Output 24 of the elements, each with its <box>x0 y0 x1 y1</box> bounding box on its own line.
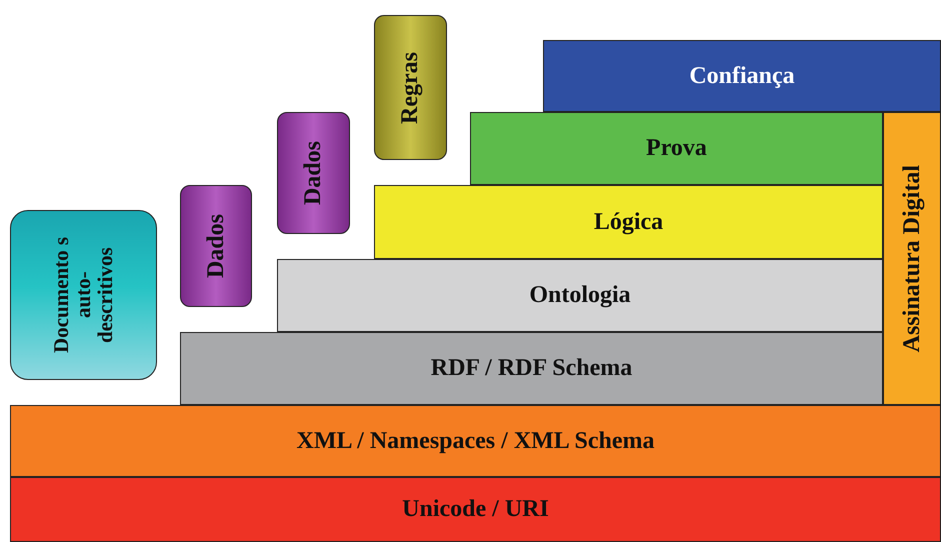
layer-bar <box>10 405 941 477</box>
layer-bar <box>180 332 883 405</box>
rounded-box <box>374 15 447 160</box>
layer-label: Confiança <box>689 62 795 90</box>
layer-label: Assinatura Digital <box>898 164 926 352</box>
layer-bar <box>470 112 883 185</box>
rounded-box <box>10 210 157 380</box>
rounded-box <box>277 112 350 234</box>
layer-label: Dados <box>300 140 327 206</box>
layer-bar <box>543 40 941 112</box>
layer-bar <box>10 477 941 542</box>
layer-bar <box>277 259 883 332</box>
layer-label: RDF / RDF Schema <box>430 355 632 382</box>
side-bar <box>883 112 941 405</box>
layer-label: Unicode / URI <box>402 496 549 523</box>
layer-bar <box>374 185 883 259</box>
layer-label: Regras <box>397 52 424 124</box>
layer-label: XML / Namespaces / XML Schema <box>296 428 654 454</box>
layer-label: Lógica <box>594 208 664 236</box>
layer-label: Prova <box>646 135 707 162</box>
layer-label: Dados <box>202 214 230 278</box>
layer-label: Ontologia <box>529 282 631 309</box>
rounded-box <box>180 185 252 307</box>
layer-label: Documento s auto- descritivos <box>50 236 117 354</box>
